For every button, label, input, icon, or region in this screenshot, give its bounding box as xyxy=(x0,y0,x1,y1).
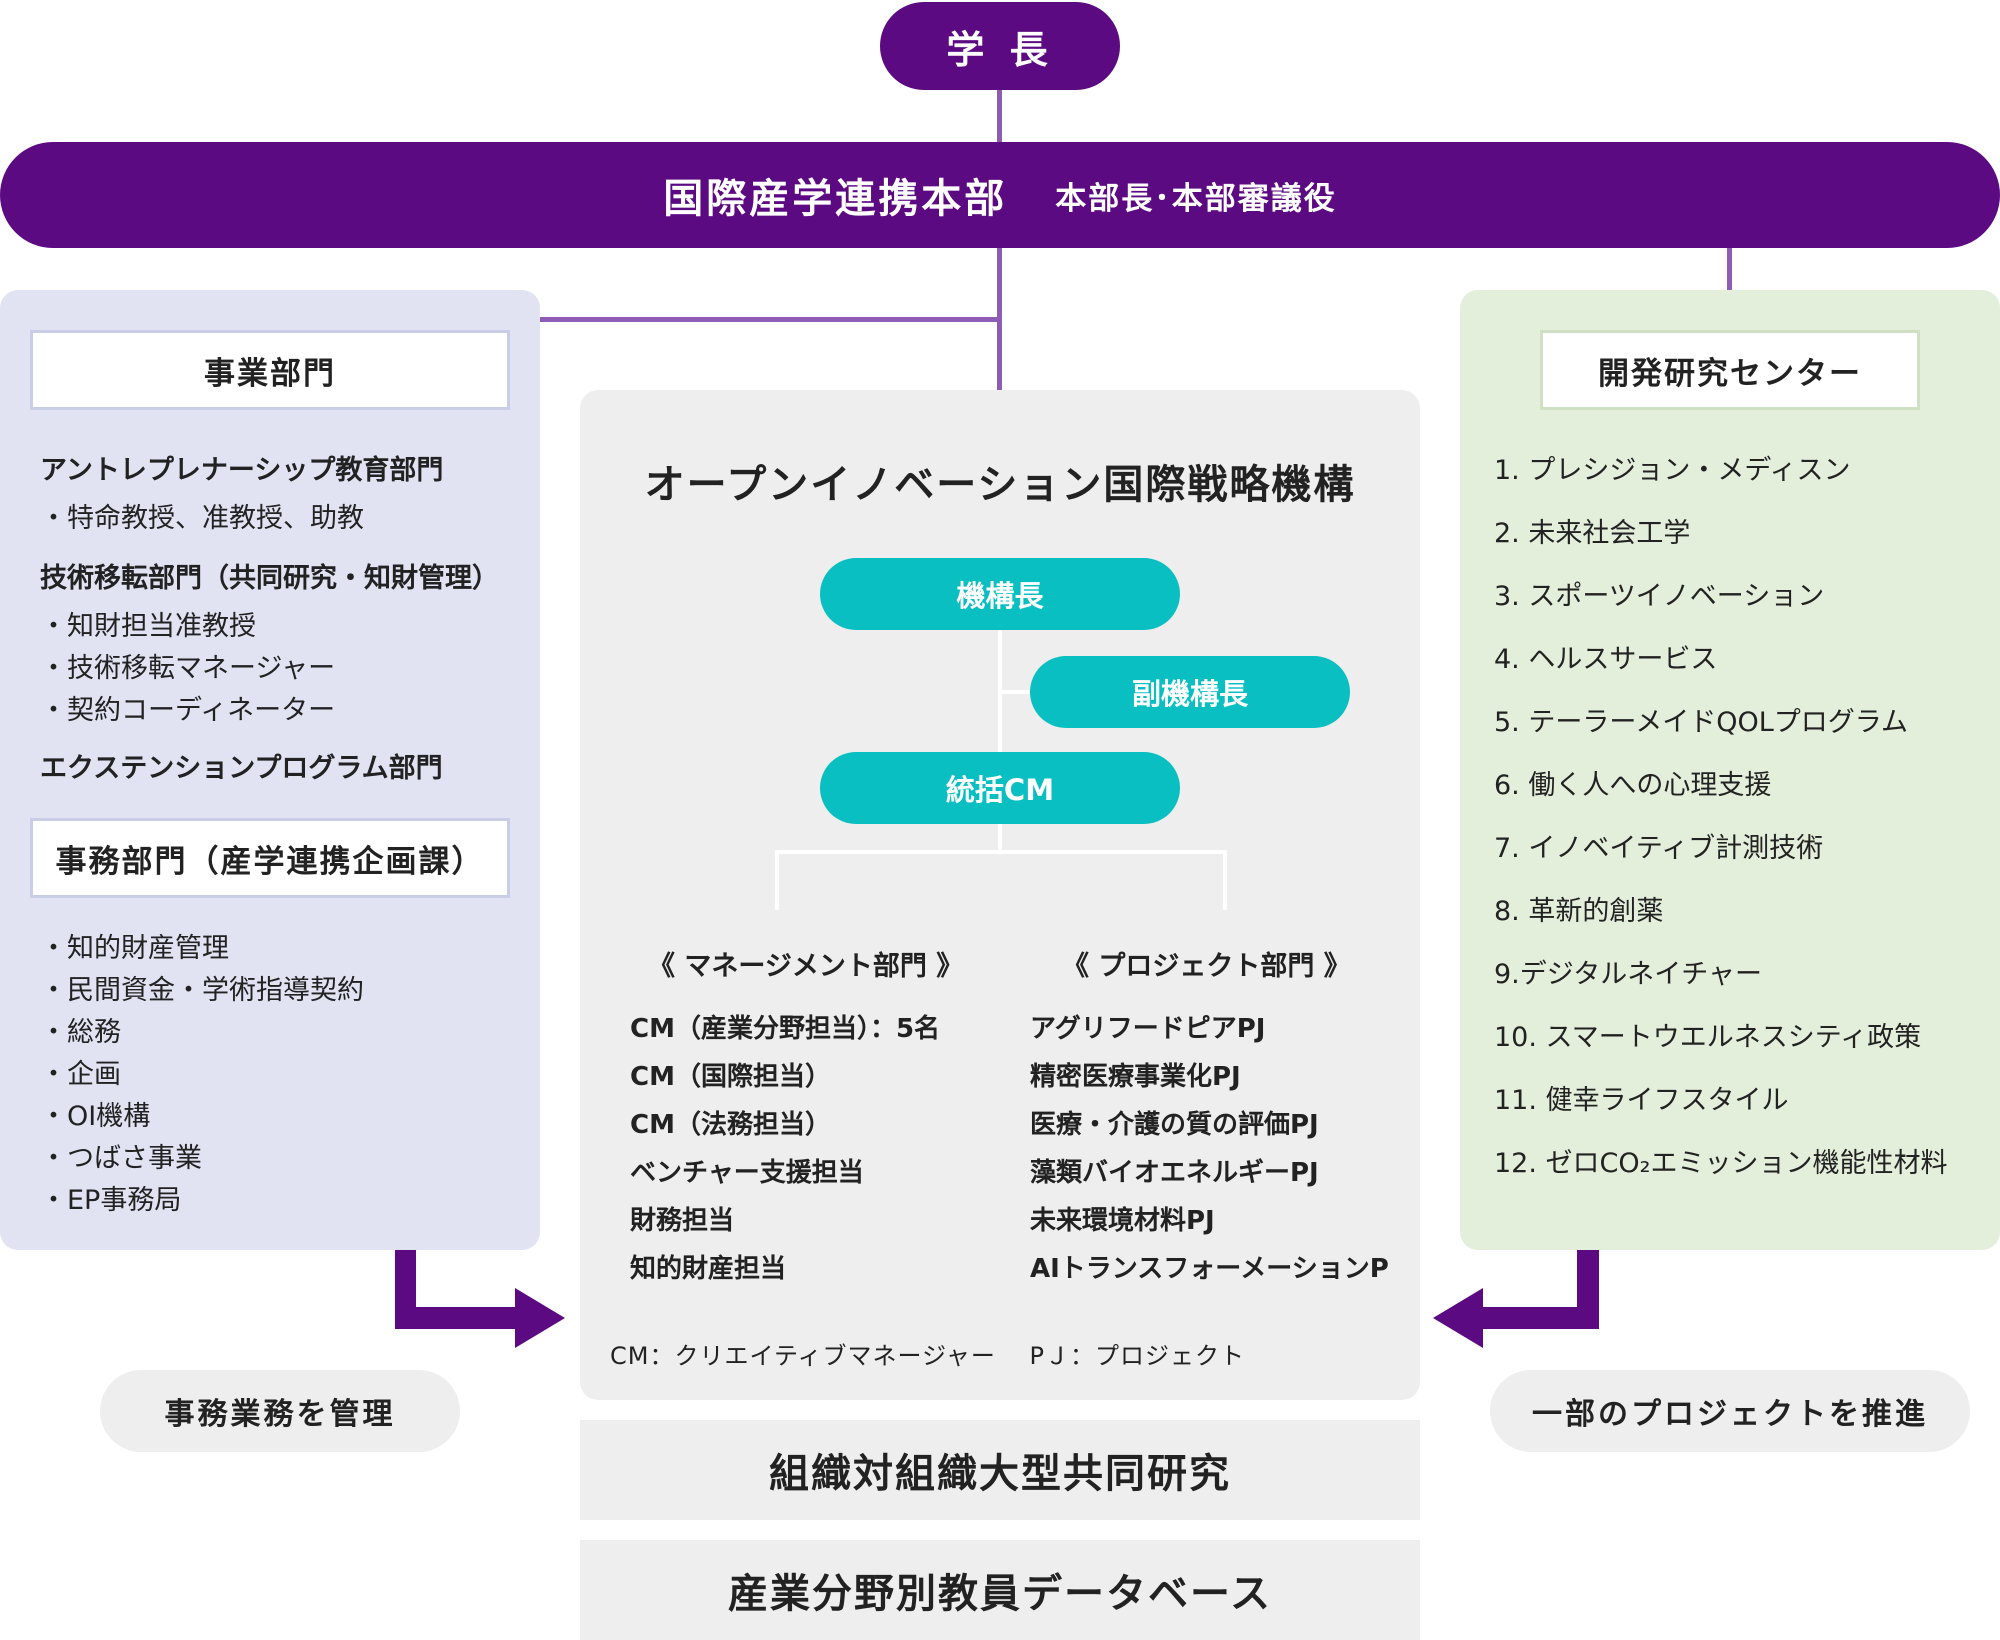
business-division-header-label: 事業部門 xyxy=(204,355,336,392)
president-label: 学 長 xyxy=(946,27,1054,72)
research-center-item: 6. 働く人への心理支援 xyxy=(1494,770,1772,801)
management-item: ベンチャー支援担当 xyxy=(630,1158,864,1188)
project-item: 医療・介護の質の評価PJ xyxy=(1030,1110,1319,1140)
left-arrow-label: 事務業務を管理 xyxy=(100,1370,460,1452)
right-arrow-label-text: 一部のプロジェクトを推進 xyxy=(1532,1397,1928,1432)
business-item: ・知財担当准教授 xyxy=(40,611,256,642)
project-item: AIトランスフォーメーションP xyxy=(1030,1254,1389,1284)
research-center-header: 開発研究センター xyxy=(1540,330,1920,410)
business-division-header: 事業部門 xyxy=(30,330,510,410)
business-item: ・契約コーディネーター xyxy=(40,695,336,726)
right-arrow-icon xyxy=(1433,1250,1599,1348)
management-division-header: 《 マネージメント部門 》 xyxy=(648,951,964,982)
left-arrow-label-text: 事務業務を管理 xyxy=(164,1397,396,1432)
vice-director-box: 副機構長 xyxy=(1030,656,1350,728)
research-center-item: 11. 健幸ライフスタイル xyxy=(1494,1085,1789,1116)
office-item: ・知的財産管理 xyxy=(40,933,229,964)
left-arrow-icon xyxy=(395,1250,565,1348)
management-item: CM（産業分野担当）：5名 xyxy=(630,1014,941,1044)
office-item: ・EP事務局 xyxy=(40,1185,182,1216)
office-division-header-label: 事務部門（産学連携企画課） xyxy=(55,843,485,880)
research-center-item: 2. 未来社会工学 xyxy=(1494,518,1691,549)
right-panel xyxy=(1460,290,2000,1250)
project-item: アグリフードピアPJ xyxy=(1030,1014,1266,1044)
business-item: エクステンションプログラム部門 xyxy=(40,753,443,784)
hq-roles: 本部長･本部審議役 xyxy=(1055,180,1337,217)
hq-bar: 国際産学連携本部 本部長･本部審議役 xyxy=(0,142,2000,248)
connector-hq-right xyxy=(1727,248,1732,290)
center-title: オープンイノベーション国際戦略機構 xyxy=(644,462,1356,508)
project-item: 未来環境材料PJ xyxy=(1030,1206,1215,1236)
research-center-item: 12. ゼロCO₂エミッション機能性材料 xyxy=(1494,1148,1948,1179)
center-footnote: CM：クリエイティブマネージャー PＪ：プロジェクト xyxy=(610,1342,1245,1370)
hq-name: 国際産学連携本部 xyxy=(663,176,1008,222)
vice-director-label: 副機構長 xyxy=(1131,677,1248,711)
research-center-item: 5. テーラーメイドQOLプログラム xyxy=(1494,707,1908,738)
general-cm-box: 統括CM xyxy=(820,752,1180,824)
connector-director-cm xyxy=(998,628,1002,850)
office-division-header: 事務部門（産学連携企画課） xyxy=(30,818,510,898)
office-item: ・OI機構 xyxy=(40,1101,151,1132)
research-center-item: 1. プレシジョン・メディスン xyxy=(1494,455,1851,486)
office-item: ・つばさ事業 xyxy=(40,1143,202,1174)
project-division-header: 《 プロジェクト部門 》 xyxy=(1062,951,1351,982)
connector-split-right xyxy=(1223,850,1227,910)
office-item: ・総務 xyxy=(40,1017,121,1048)
connector-split-left xyxy=(775,850,779,910)
management-item: CM（国際担当） xyxy=(630,1062,831,1092)
faculty-database-label: 産業分野別教員データベース xyxy=(728,1571,1272,1617)
president-box: 学 長 xyxy=(880,2,1120,90)
left-panel xyxy=(0,290,540,1250)
research-center-item: 4. ヘルスサービス xyxy=(1494,644,1718,675)
director-label: 機構長 xyxy=(956,579,1044,613)
research-center-item: 10. スマートウエルネスシティ政策 xyxy=(1494,1022,1922,1053)
management-item: 財務担当 xyxy=(630,1206,735,1236)
large-scale-research-label: 組織対組織大型共同研究 xyxy=(769,1451,1231,1497)
project-item: 精密医療事業化PJ xyxy=(1030,1062,1241,1092)
research-center-item: 3. スポーツイノベーション xyxy=(1494,581,1825,612)
director-box: 機構長 xyxy=(820,558,1180,630)
business-item: ・技術移転マネージャー xyxy=(40,653,336,684)
business-item: 技術移転部門（共同研究・知財管理） xyxy=(40,563,499,594)
office-item: ・企画 xyxy=(40,1059,121,1090)
general-cm-label: 統括CM xyxy=(945,773,1055,807)
project-item: 藻類バイオエネルギーPJ xyxy=(1030,1158,1319,1188)
connector-vice xyxy=(1000,690,1032,694)
large-scale-research-bar: 組織対組織大型共同研究 xyxy=(580,1420,1420,1520)
faculty-database-bar: 産業分野別教員データベース xyxy=(580,1540,1420,1640)
right-arrow-label: 一部のプロジェクトを推進 xyxy=(1490,1370,1970,1452)
office-item: ・民間資金・学術指導契約 xyxy=(40,975,364,1006)
connector-hq-left xyxy=(540,317,1000,322)
connector-president-hq xyxy=(997,90,1002,142)
research-center-header-label: 開発研究センター xyxy=(1598,355,1862,392)
management-item: CM（法務担当） xyxy=(630,1110,831,1140)
management-item: 知的財産担当 xyxy=(630,1254,787,1284)
business-item: ・特命教授、准教授、助教 xyxy=(40,503,364,534)
research-center-item: 7. イノベイティブ計測技術 xyxy=(1494,833,1824,864)
research-center-item: 9.デジタルネイチャー xyxy=(1494,959,1762,990)
research-center-item: 8. 革新的創薬 xyxy=(1494,896,1664,927)
connector-split-horizontal xyxy=(775,850,1227,854)
business-item: アントレプレナーシップ教育部門 xyxy=(40,455,444,486)
